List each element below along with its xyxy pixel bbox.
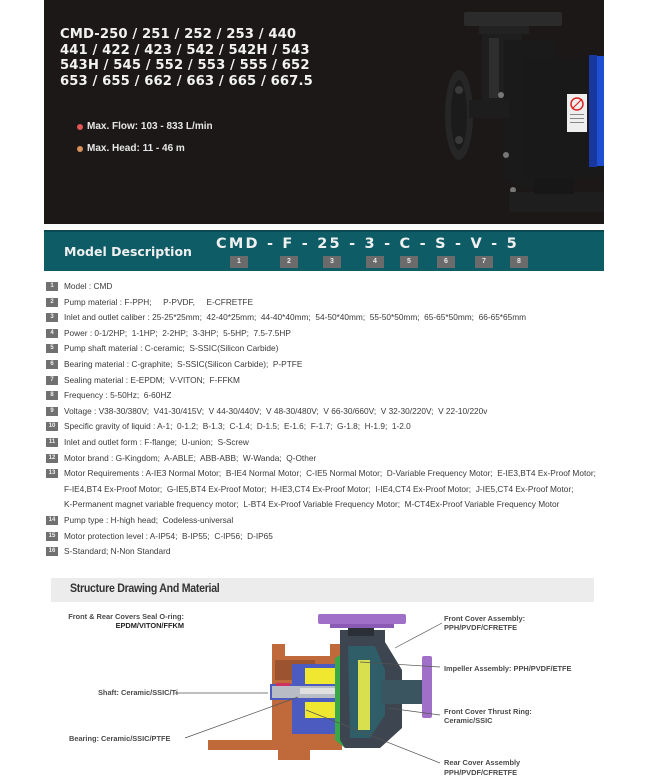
code-badge: 8 [510,256,528,268]
item-text: Specific gravity of liquid : A-1; 0-1.2;… [64,421,411,432]
structure-title: Structure Drawing And Material [70,583,220,595]
shaft-label: Shaft: Ceramic/SSIC/Ti [98,688,178,697]
list-item: 12 Motor brand : G-Kingdom; A-ABLE; ABB-A… [46,451,606,467]
item-text: Sealing material : E-EPDM; V-VITON; F-FF… [64,374,240,385]
pump-cross-section-drawing [175,614,443,764]
item-text: Pump shaft material : C-ceramic; S-SSIC(… [64,343,279,354]
item-text-line: K-Permanent magnet variable frequency mo… [64,499,560,510]
structure-diagram: Front & Rear Covers Seal O-ring: EPDM/VI… [0,600,646,780]
label-value: PPH/PVDF/CFRETFE [444,768,518,777]
list-item: 14 Pump type : H-high head; Codeless-univ… [46,513,606,529]
model-code: CMD - F - 25 - 3 - C - S - V - 5 [216,236,519,252]
item-number-badge: 7 [46,375,58,385]
item-text: Pump type : H-high head; Codeless-univer… [64,514,234,525]
item-number-badge: 14 [46,515,58,525]
max-flow-label: Max. Flow: 103 - 833 L/min [87,121,213,132]
item-number-badge: 11 [46,437,58,447]
list-item: 10 Specific gravity of liquid : A-1; 0-1.… [46,419,606,435]
item-number-badge: 2 [46,297,58,307]
code-badge: 4 [366,256,384,268]
bullet-dot-icon [77,145,83,152]
item-text: Inlet and outlet form : F-flange; U-unio… [64,436,249,447]
item-number-badge: 13 [46,469,58,479]
list-item: 4 Power : 0-1/2HP; 1-1HP; 2-2HP; 3-3HP; 5… [46,326,606,342]
item-text: Model : CMD [64,281,113,291]
list-item: 16 S-Standard; N-Non Standard [46,544,606,560]
code-badge: 1 [230,256,248,268]
bullet-dot-icon [77,123,83,130]
item-number-badge: 3 [46,313,58,323]
item-number-badge: 8 [46,391,58,401]
list-item: 9 Voltage : V38-30/380V; V41-30/415V; V 4… [46,404,606,420]
seal-oring-label: Front & Rear Covers Seal O-ring: EPDM/VI… [60,612,184,630]
bearing-label: Bearing: Ceramic/SSIC/PTFE [69,734,171,743]
pump-product-photo [445,12,604,212]
code-badge: 5 [400,256,418,268]
model-description-bar: Model Description CMD - F - 25 - 3 - C -… [44,230,604,271]
label-value: PPH/PVDF/CFRETFE [444,623,518,632]
front-cover-label: Front Cover Assembly: PPH/PVDF/CFRETFE [444,614,525,632]
list-item: 5 Pump shaft material : C-ceramic; S-SSIC… [46,341,606,357]
item-text-line: F-IE4,BT4 Ex-Proof Motor; G-IE5,BT4 Ex-P… [64,483,574,494]
item-number-badge: 5 [46,344,58,354]
item-number-badge: 4 [46,328,58,338]
item-number-badge: 15 [46,531,58,541]
code-badge: 6 [437,256,455,268]
max-head-label: Max. Head: 11 - 46 m [87,143,185,154]
model-description-list: 1 Model : CMD 2 Pump material : F-PPH; P-P… [46,279,606,560]
label-value: EPDM/VITON/FFKM [115,621,184,630]
item-text: Motor Requirements : A-IE3 Normal Motor;… [64,466,606,513]
model-list-title: CMD-250 / 251 / 252 / 253 / 440 441 / 42… [60,27,370,89]
list-item: 7 Sealing material : E-EPDM; V-VITON; F-F… [46,373,606,389]
label-title: Front Cover Assembly: [444,614,526,623]
label-value: Ceramic/SSIC [444,716,493,725]
item-number-badge: 12 [46,453,58,463]
label-title: Front Cover Thrust Ring: [444,707,532,716]
label-title: Front & Rear Covers Seal O-ring: [68,612,184,621]
max-flow-spec: Max. Flow: 103 - 833 L/min [77,121,213,132]
item-number-badge: 9 [46,406,58,416]
list-item: 13 Motor Requirements : A-IE3 Normal Mot… [46,466,606,513]
item-text: Motor brand : G-Kingdom; A-ABLE; ABB-ABB… [64,452,317,463]
title-line: CMD-250 / 251 / 252 / 253 / 440 [60,27,297,42]
item-number-badge: 6 [46,359,58,369]
item-text: S-Standard; N-Non Standard [64,546,171,557]
item-text: Pump material : F-PPH; P-PVDF, E-CFRETFE [64,296,254,307]
item-text: Bearing material : C-graphite; S-SSIC(Si… [64,358,303,369]
item-number-badge: 16 [46,547,58,557]
item-text: Power : 0-1/2HP; 1-1HP; 2-2HP; 3-3HP; 5-… [64,327,291,338]
hero-banner: CMD-250 / 251 / 252 / 253 / 440 441 / 42… [44,0,604,224]
title-line: 653 / 655 / 662 / 663 / 665 / 667.5 [60,73,313,89]
max-head-spec: Max. Head: 11 - 46 m [77,143,185,154]
title-line: 543H / 545 / 552 / 553 / 555 / 652 [60,58,310,73]
item-text: Voltage : V38-30/380V; V41-30/415V; V 44… [64,405,488,416]
list-item: 15 Motor protection level : A-IP54; B-IP5… [46,529,606,545]
list-item: 11 Inlet and outlet form : F-flange; U-un… [46,435,606,451]
item-text: Motor protection level : A-IP54; B-IP55;… [64,530,273,541]
thrust-ring-label: Front Cover Thrust Ring: Ceramic/SSIC [444,707,532,725]
model-description-title: Model Description [64,244,192,259]
rear-cover-label: Rear Cover Assembly PPH/PVDF/CFRETFE [444,758,520,778]
item-number-badge: 1 [46,282,58,291]
impeller-label: Impeller Assembly: PPH/PVDF/ETFE [444,664,572,673]
label-title: Rear Cover Assembly [444,758,521,767]
list-item: 6 Bearing material : C-graphite; S-SSIC(S… [46,357,606,373]
item-text: Frequency : 5-50Hz; 6-60HZ [64,390,172,401]
item-text: Inlet and outlet caliber : 25-25*25mm; 4… [64,312,527,323]
code-badge: 3 [323,256,341,268]
code-badge: 7 [475,256,493,268]
list-item: 1 Model : CMD [46,279,606,295]
list-item: 8 Frequency : 5-50Hz; 6-60HZ [46,388,606,404]
title-line: 441 / 422 / 423 / 542 / 542H / 543 [60,42,310,58]
list-item: 3 Inlet and outlet caliber : 25-25*25mm; … [46,310,606,326]
item-text-line: Motor Requirements : A-IE3 Normal Motor;… [64,468,596,479]
code-badge: 2 [280,256,298,268]
list-item: 2 Pump material : F-PPH; P-PVDF, E-CFRETF… [46,295,606,311]
structure-section-header: Structure Drawing And Material [51,578,594,602]
item-number-badge: 10 [46,422,58,432]
